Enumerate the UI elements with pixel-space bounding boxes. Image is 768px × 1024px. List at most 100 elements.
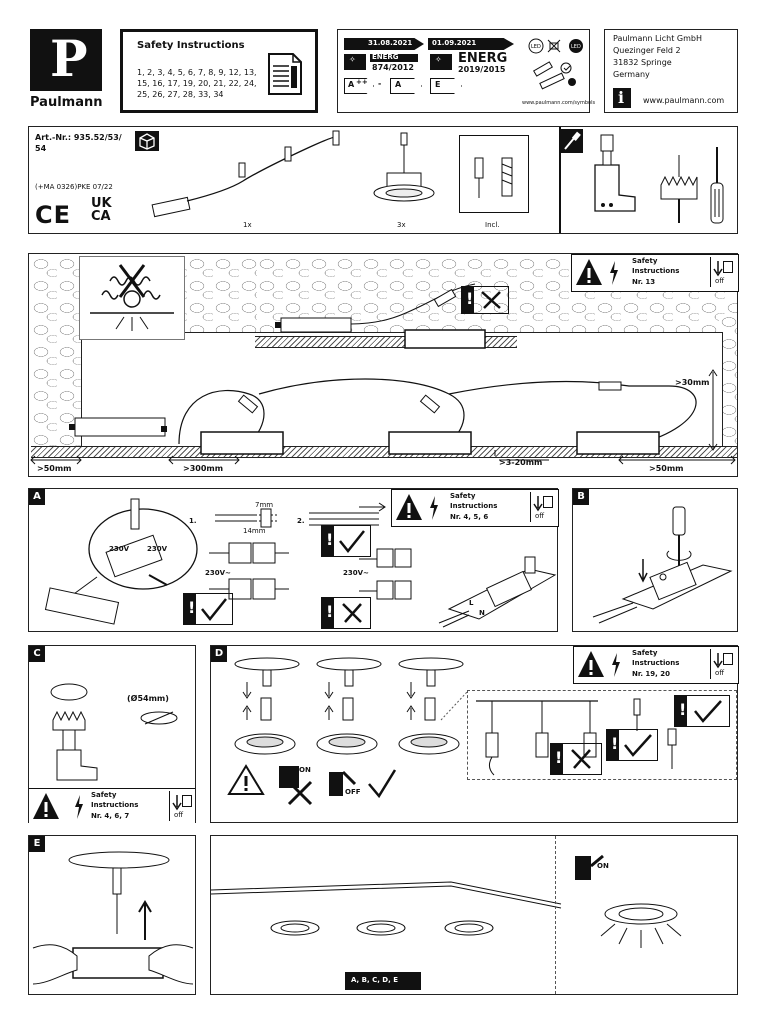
down-arrow-icon	[713, 261, 723, 277]
class-a-plus-plus: A ++	[344, 78, 374, 94]
on-label: ON	[299, 766, 311, 774]
safety-badge-install: Safety Instructions Nr. 13 off	[571, 254, 739, 292]
panel-c: C (Ø54mm) Safety Instructions Nr. 4, 6, …	[28, 645, 196, 823]
symbols-url: www.paulmann.com/symbols	[522, 100, 596, 106]
switch-on-cross: ON	[279, 766, 317, 810]
screwdriver-icon	[710, 147, 724, 224]
ce-mark: CE	[35, 201, 72, 229]
led-symbols-icon: LED LED	[528, 38, 583, 90]
energy-date-2-arrow: 01.09.2021	[428, 38, 514, 50]
class-a-letter: A	[348, 80, 355, 89]
article-number-2: 54	[35, 144, 47, 153]
steps-badge: A, B, C, D, E	[345, 972, 421, 990]
safety-badge-c: Safety Instructions Nr. 4, 6, 7 off	[29, 788, 195, 823]
safety-nr: Nr. 4, 5, 6	[450, 513, 489, 521]
article-number-1: Art.-Nr.: 935.52/53/	[35, 133, 122, 142]
eu-flag-2: ✧	[430, 54, 452, 70]
connector-icon	[474, 157, 484, 198]
dim-50mm-right: >50mm	[649, 464, 684, 473]
down-arrow-icon	[713, 653, 723, 669]
hole-diameter: (Ø54mm)	[127, 694, 169, 703]
company-country: Germany	[613, 70, 650, 79]
svg-text:LED: LED	[531, 44, 541, 50]
down-arrow-icon	[533, 496, 543, 512]
brand-panel: P Paulmann	[28, 27, 112, 113]
wall-right-texture	[719, 314, 737, 444]
connector-detail-icons	[633, 698, 641, 731]
svg-text:LED: LED	[571, 44, 581, 50]
switch-on-badge: ON	[575, 852, 617, 880]
warning-bang: !	[611, 734, 619, 753]
dim-14mm: 14mm	[243, 527, 266, 535]
check-mark-icon	[624, 734, 652, 757]
switch-on-icon	[575, 854, 604, 880]
energy-label-panel: 31.08.2021 01.09.2021 ✧ ENERG 874/2012 ✧…	[337, 29, 595, 113]
safety-label-1: Safety	[632, 649, 658, 657]
lightning-icon	[612, 653, 620, 677]
ukca-mark-2: CA	[91, 209, 111, 224]
hole-saw-small-icon	[140, 711, 178, 725]
panel-c-letter: C	[29, 646, 45, 662]
included-label: Incl.	[485, 221, 500, 229]
downlight-illustration	[373, 132, 435, 202]
check-mark-icon	[694, 700, 722, 723]
v230-d: 230V~	[343, 569, 369, 577]
eu-stars-icon: ✧	[349, 55, 356, 64]
off-upper-label: OFF	[345, 788, 361, 796]
lit-lamp-illustration	[600, 903, 682, 948]
class-a-sup: ++	[356, 78, 368, 86]
ceiling-lamps-illustration	[210, 881, 562, 936]
check-mark-icon	[201, 598, 227, 622]
safety-label-2: Instructions	[632, 267, 680, 275]
warning-triangle-icon	[33, 793, 59, 819]
safety-label-1: Safety	[91, 791, 117, 799]
lightning-icon	[430, 496, 438, 520]
panel-e-left: E	[28, 835, 196, 995]
safety-badge-d: Safety Instructions Nr. 19, 20 off	[573, 646, 739, 684]
connector-chain-illustration	[476, 700, 598, 776]
terminal-correct-illustration	[359, 548, 412, 600]
warning-bang: !	[326, 602, 334, 621]
power-off-box: off	[530, 492, 555, 522]
energy-date-1: 31.08.2021	[368, 39, 413, 47]
check-badge-d1: !	[674, 695, 730, 727]
drill-tool-icon	[594, 134, 636, 212]
dim-7mm: 7mm	[255, 501, 274, 509]
energy-date-1-arrow: 31.08.2021	[344, 38, 424, 50]
lower-driver-and-lamps	[69, 369, 718, 455]
driver-mains-illustration	[438, 556, 557, 628]
safety-nr: Nr. 13	[632, 278, 656, 286]
ukca-mark-1: UK	[91, 196, 112, 211]
energy-word-2: ENERG	[458, 51, 508, 66]
warning-bang: !	[466, 289, 474, 308]
off-label: off	[535, 512, 545, 520]
lightning-icon	[610, 261, 618, 285]
company-website[interactable]: www.paulmann.com	[643, 96, 725, 105]
lightning-icon	[75, 795, 83, 819]
step-2: 2.	[297, 517, 305, 525]
company-city: 31832 Springe	[613, 58, 672, 67]
v230-c: 230V~	[205, 569, 231, 577]
safety-badge-a: Safety Instructions Nr. 4, 5, 6 off	[391, 489, 559, 527]
company-name: Paulmann Licht GmbH	[613, 34, 702, 43]
panel-b-letter: B	[573, 489, 589, 505]
energy-reg-1: 874/2012	[372, 63, 414, 72]
class-dash: -	[378, 79, 382, 88]
cross-mark-icon	[342, 603, 362, 623]
switch-off-check: OFF	[329, 768, 399, 808]
connector-detail-icons-2	[667, 728, 677, 769]
cross-mark-icon	[571, 749, 591, 769]
switch-icon	[723, 261, 733, 273]
energy-word-1: ENERG	[372, 53, 399, 61]
safety-numbers-line-3: 25, 26, 27, 28, 33, 34	[137, 90, 224, 99]
class-a: A	[390, 78, 422, 94]
document-icon	[268, 53, 302, 95]
label-n: N	[479, 609, 485, 617]
check-badge-a2: !	[321, 525, 371, 557]
tools-divider	[559, 127, 561, 233]
label-l: L	[469, 599, 474, 607]
logo-letter: P	[50, 29, 88, 88]
insert-lamp-illustration	[32, 851, 194, 985]
check-mark-icon	[368, 769, 397, 799]
cross-badge-d3: !	[550, 743, 602, 775]
